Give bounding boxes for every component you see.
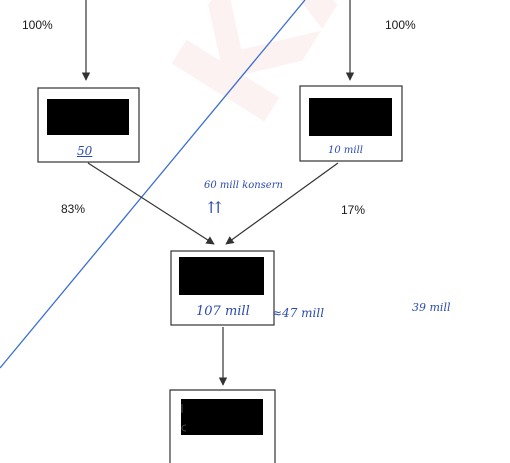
right-share-percent: 17% bbox=[341, 203, 366, 217]
handwritten-annotation: 60 mill konsern bbox=[204, 180, 283, 191]
redaction-middle bbox=[179, 257, 264, 295]
redaction-top-right bbox=[309, 98, 392, 136]
handwritten-top-right-value: 10 mill bbox=[328, 145, 363, 156]
redaction-top-left bbox=[47, 99, 129, 135]
handwritten-middle-extra: ≈47 mill bbox=[272, 306, 325, 320]
handwritten-middle-value: 107 mill bbox=[196, 304, 250, 319]
handwritten-side-note: 39 mill bbox=[412, 301, 451, 314]
top-right-percent: 100% bbox=[385, 18, 416, 32]
bottom-box bbox=[169, 389, 276, 463]
middle-box bbox=[170, 250, 275, 326]
top-left-box bbox=[37, 87, 140, 163]
arrow-left-to-middle bbox=[87, 162, 215, 245]
handwritten-top-left-value: 50 bbox=[77, 144, 93, 158]
diagonal-pen-line bbox=[0, 0, 306, 369]
left-share-percent: 83% bbox=[61, 202, 86, 216]
redaction-bottom bbox=[181, 399, 263, 435]
top-right-box bbox=[299, 85, 403, 162]
handwritten-up-arrow: ⇈ bbox=[208, 198, 222, 217]
top-left-percent: 100% bbox=[22, 18, 53, 32]
arrow-right-to-middle bbox=[225, 162, 339, 245]
bottom-box-text-fragment-2 bbox=[181, 424, 187, 432]
